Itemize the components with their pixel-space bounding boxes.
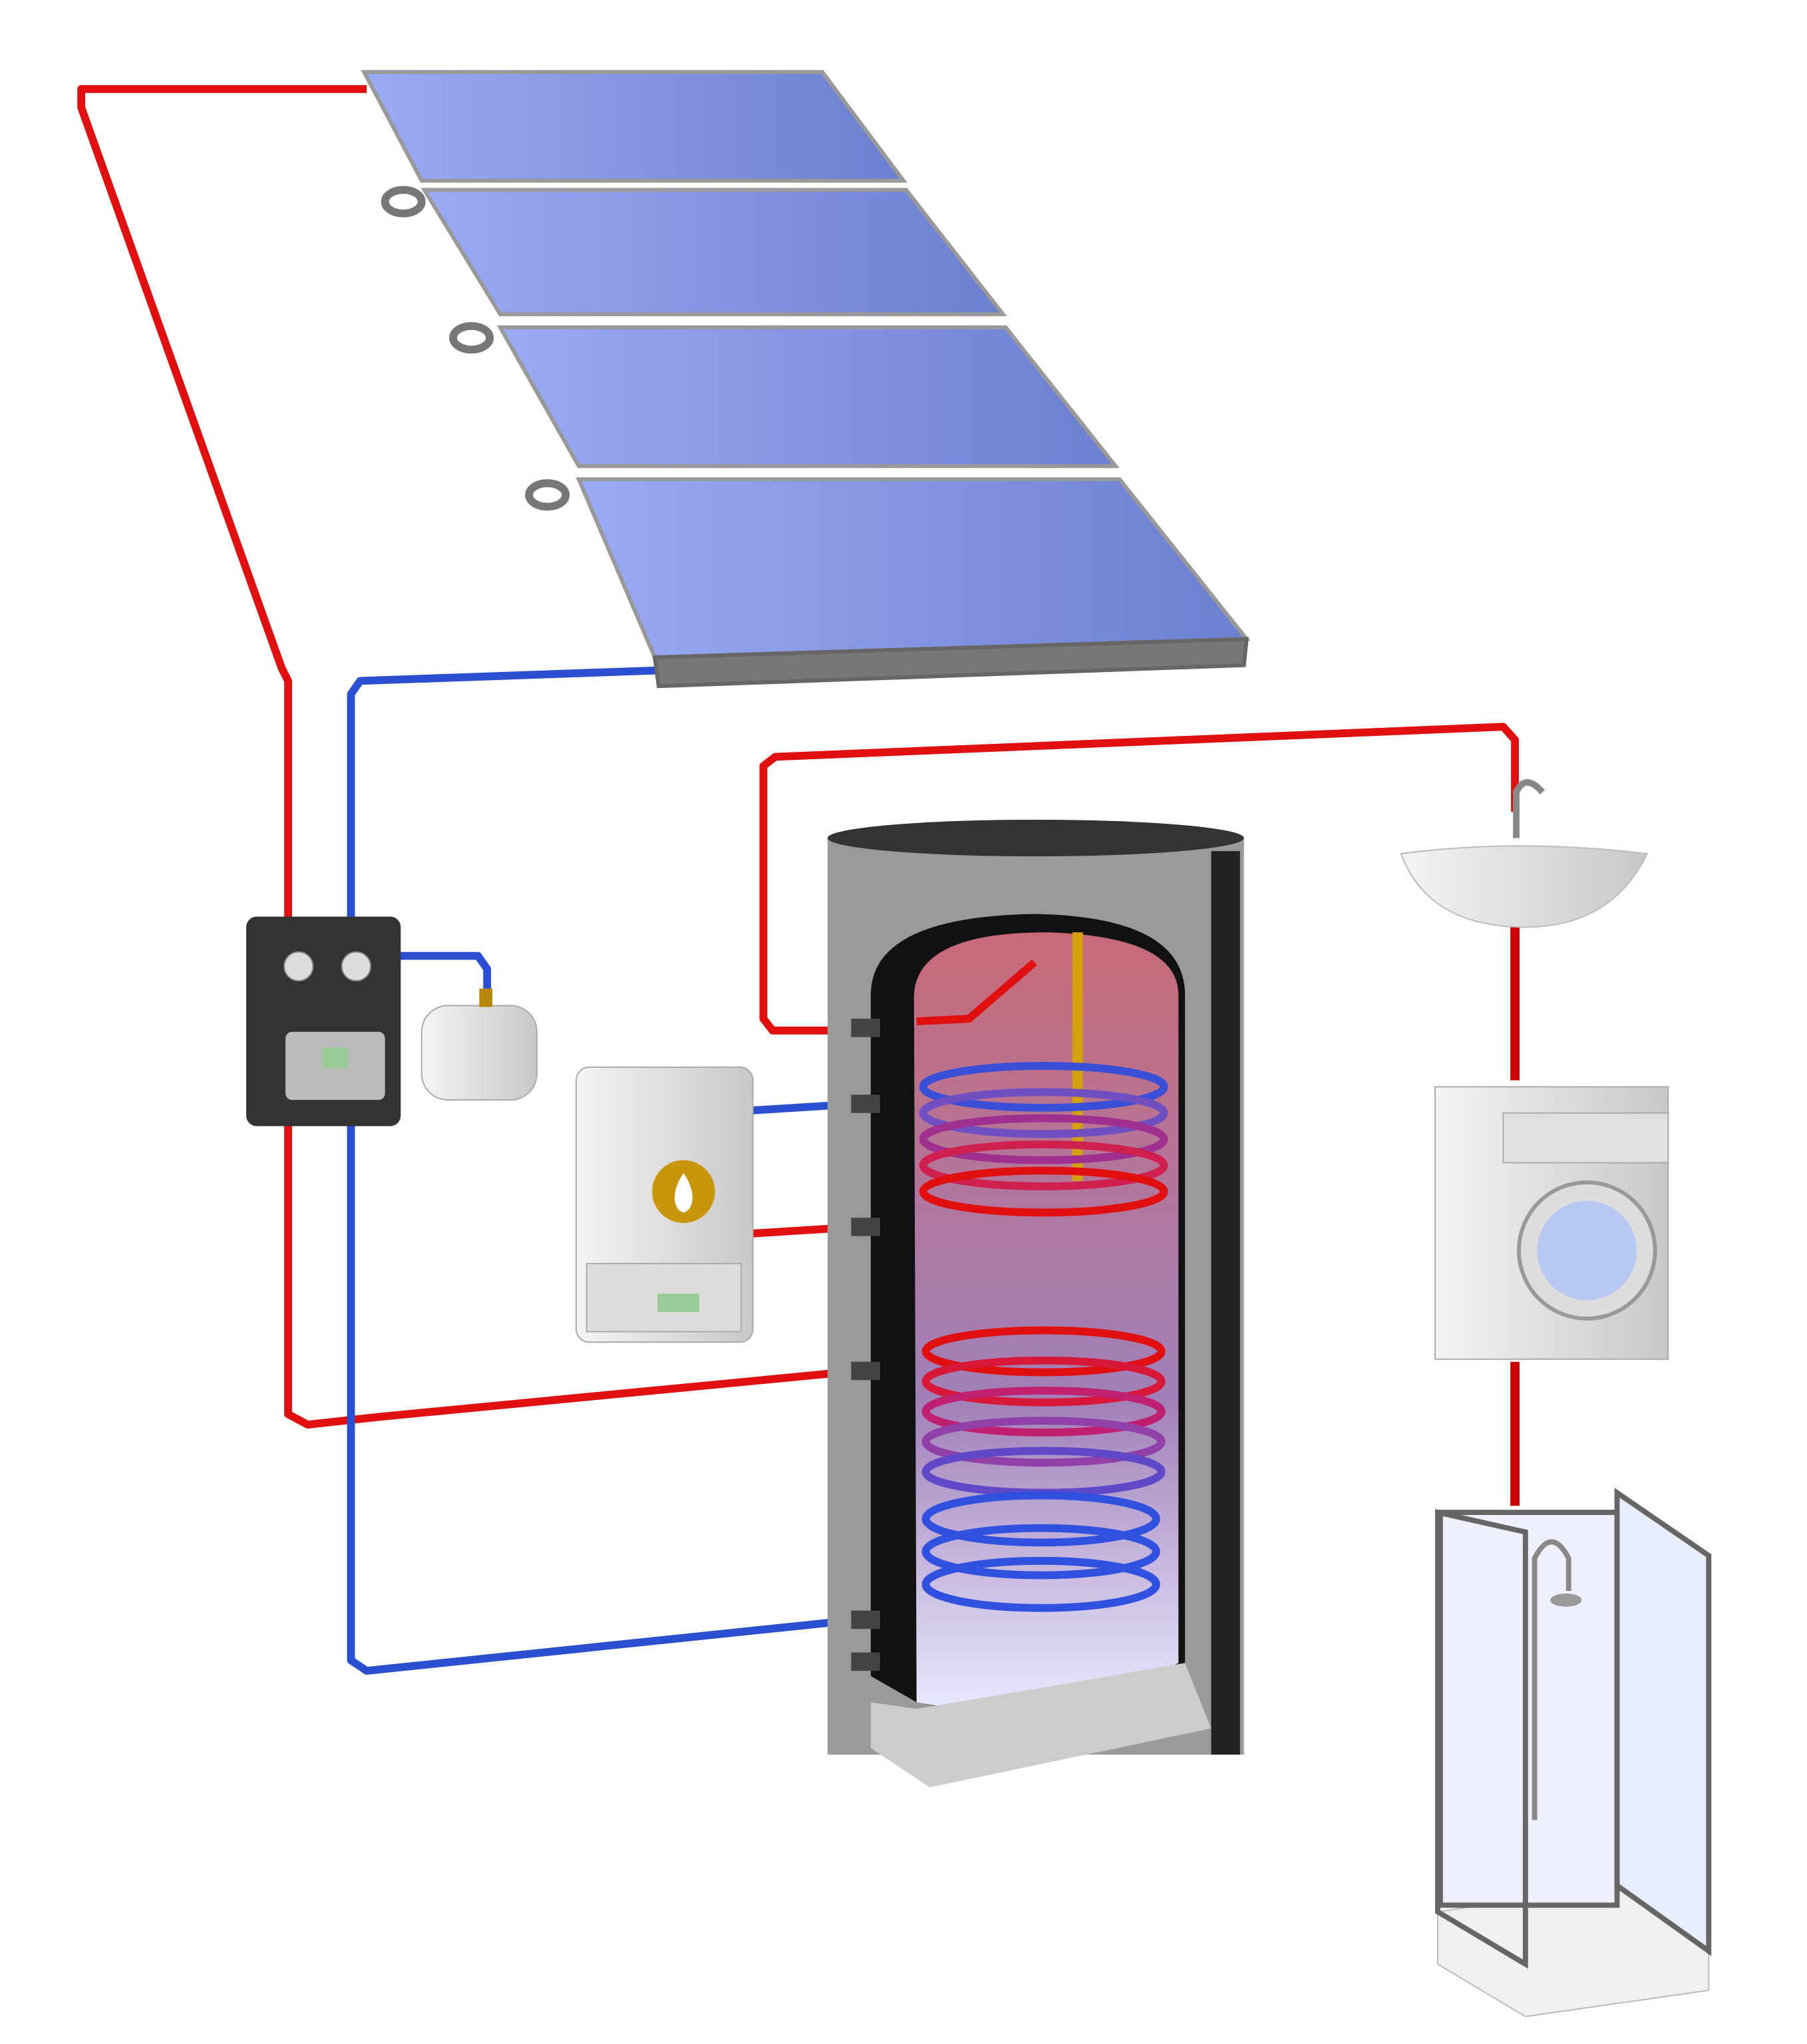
solar-cold-pipe [347,666,858,1675]
expansion-vessel [420,988,538,1101]
solar-panel [575,477,1251,659]
solar-panel [420,188,1007,317]
washing-machine [1434,1086,1669,1360]
solar-hot-pipe [77,85,858,1429]
washbasin [1400,779,1649,928]
solar-collectors [361,70,1251,689]
gauge-icon [341,951,372,981]
gauge-icon [283,951,314,981]
pump-controller-station [246,916,401,1126]
faucet-icon [1513,779,1546,838]
storage-tank [827,819,1244,1788]
boiler-display [657,1293,699,1312]
upper-heat-exchanger-coil [919,1062,1168,1217]
solar-heat-exchanger-coil [921,1326,1166,1612]
solar-panel [361,70,907,183]
gas-boiler [575,1066,754,1343]
shower-cabin [1434,1488,1712,2017]
solar-panel [496,325,1120,468]
hot-water-supply-pipe [759,723,1520,1506]
